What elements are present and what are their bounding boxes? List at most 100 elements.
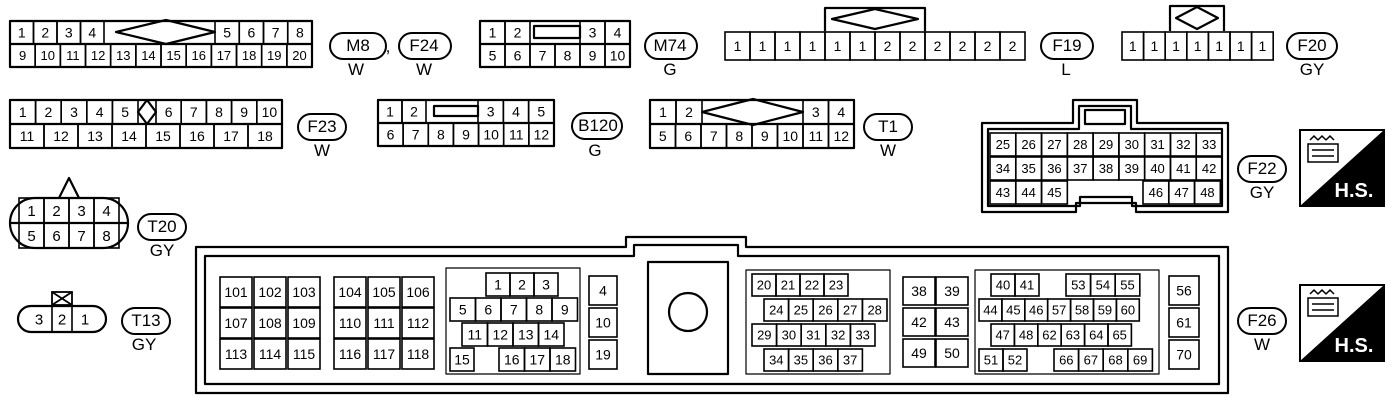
- ecm-terminal: 52: [1008, 353, 1022, 368]
- f23-terminal: 3: [70, 104, 78, 120]
- ecm-terminal: 113: [225, 346, 248, 362]
- ecm-terminal: 25: [794, 303, 808, 318]
- ecm-terminal-cell: [549, 347, 577, 372]
- ecm-terminal: 67: [1084, 353, 1098, 368]
- ecm-terminal: 5: [459, 302, 467, 318]
- ecm-terminal: 58: [1075, 303, 1089, 318]
- t1-terminal: 1: [659, 104, 667, 120]
- harness-color-f22: GY: [1250, 183, 1275, 202]
- f23-terminal-cell: [247, 123, 283, 149]
- ecm-terminal: 53: [1071, 278, 1085, 293]
- hs-label-f22: H.S.: [1335, 180, 1374, 202]
- ecm-terminal: 118: [407, 346, 430, 362]
- ecm-terminal: 29: [757, 328, 771, 343]
- t1-terminal: 6: [684, 128, 692, 144]
- c20-terminal: 8: [296, 25, 304, 41]
- ecm-terminal: 59: [1098, 303, 1112, 318]
- connector-c20-key: [114, 18, 217, 46]
- ecm-terminal: 2: [518, 277, 526, 293]
- harness-color-m74: G: [663, 60, 676, 79]
- c20-terminal: 20: [292, 48, 306, 63]
- f23-terminal: 5: [121, 104, 129, 120]
- t20-terminal: 3: [77, 203, 85, 220]
- ecm-terminal: 102: [258, 284, 282, 300]
- ecm-terminal-cell: [1014, 273, 1040, 297]
- f20-terminal: 1: [1194, 38, 1202, 54]
- ecm-terminal: 36: [818, 353, 832, 368]
- f20-terminal: 1: [1215, 38, 1223, 54]
- ecm-connector-outline: [194, 235, 1230, 395]
- ecm-terminal: 101: [224, 284, 248, 300]
- ecm-terminal: 34: [769, 353, 783, 368]
- t20-terminal: 5: [27, 228, 35, 245]
- connector-code-t20: T20: [147, 217, 176, 236]
- ecm-terminal-cell: [333, 338, 367, 370]
- ecm-terminal: 20: [757, 278, 771, 293]
- connector-code-pill: [121, 307, 171, 335]
- f19-terminal: 2: [1009, 38, 1017, 54]
- connector-code-m8: M8: [346, 36, 370, 55]
- harness-color-f24: W: [416, 60, 432, 79]
- t1-terminal-cell: [827, 123, 855, 149]
- b120-terminal: 7: [412, 127, 420, 143]
- ecm-center-block: [646, 260, 730, 376]
- label-separator: ,: [386, 37, 391, 56]
- connector-code-pill: [297, 113, 347, 141]
- t1-terminal: 8: [735, 128, 743, 144]
- b120-terminal: 11: [509, 127, 524, 143]
- t1-terminal: 4: [837, 104, 845, 120]
- ecm-terminal-cell: [1002, 348, 1028, 372]
- ecm-terminal: 69: [1133, 353, 1147, 368]
- ecm-terminal: 9: [561, 302, 569, 318]
- f19-terminal: 2: [884, 38, 892, 54]
- f23-terminal: 1: [19, 104, 27, 120]
- c20-terminal: 12: [91, 48, 105, 63]
- harness-color-f20: GY: [1300, 60, 1325, 79]
- f19-terminal: 1: [759, 38, 767, 54]
- harness-color-t1: W: [880, 141, 896, 160]
- m74-terminal: 8: [564, 48, 572, 64]
- m74-terminal: 5: [489, 48, 497, 64]
- f23-terminal: 9: [240, 104, 248, 120]
- harness-color-f23: W: [314, 141, 330, 160]
- f22-terminal: 43: [996, 185, 1010, 200]
- b120-terminal: 3: [487, 104, 495, 120]
- ecm-terminal-cell: [551, 297, 579, 322]
- connector-code-t13: T13: [131, 311, 160, 330]
- ecm-terminal-cell: [253, 338, 287, 370]
- ecm-terminal: 32: [831, 328, 845, 343]
- ecm-terminal-cell: [1107, 323, 1133, 347]
- ecm-terminal: 116: [339, 346, 362, 362]
- f23-terminal: 10: [262, 104, 278, 120]
- connector-code-pill: [1237, 307, 1287, 335]
- m74-terminal: 2: [514, 25, 522, 41]
- ecm-terminal: 54: [1096, 278, 1110, 293]
- f19-terminal: 1: [784, 38, 792, 54]
- m74-terminal: 7: [539, 48, 547, 64]
- t20-terminal: 7: [77, 228, 85, 245]
- connector-code-pill: [329, 32, 387, 60]
- connector-code-m74: M74: [653, 36, 686, 55]
- ecm-terminal-cell: [287, 307, 321, 339]
- c20-terminal: 15: [166, 48, 180, 63]
- f22-terminal-cell: [1040, 180, 1069, 205]
- connector-code-pill: [1237, 155, 1287, 183]
- ecm-terminal-cell: [333, 307, 367, 339]
- ecm-terminal-cell: [1127, 348, 1154, 372]
- ecm-terminal: 43: [944, 314, 960, 330]
- ecm-terminal-cell: [1114, 273, 1141, 297]
- ecm-terminal: 3: [542, 277, 550, 293]
- ecm-terminal-cell: [1168, 275, 1200, 306]
- ecm-terminal-cell: [219, 307, 253, 339]
- ecm-terminal: 39: [944, 283, 960, 299]
- ecm-terminal-cell: [902, 307, 936, 337]
- c20-terminal: 14: [141, 48, 155, 63]
- ecm-terminal: 38: [911, 283, 927, 299]
- ecm-terminal: 63: [1066, 328, 1080, 343]
- c20-terminal: 7: [272, 25, 280, 41]
- ecm-terminal-cell: [902, 338, 936, 368]
- ecm-terminal: 14: [543, 327, 559, 343]
- f19-terminal: 2: [934, 38, 942, 54]
- ecm-terminal: 114: [259, 346, 282, 362]
- f22-terminal: 27: [1047, 137, 1061, 152]
